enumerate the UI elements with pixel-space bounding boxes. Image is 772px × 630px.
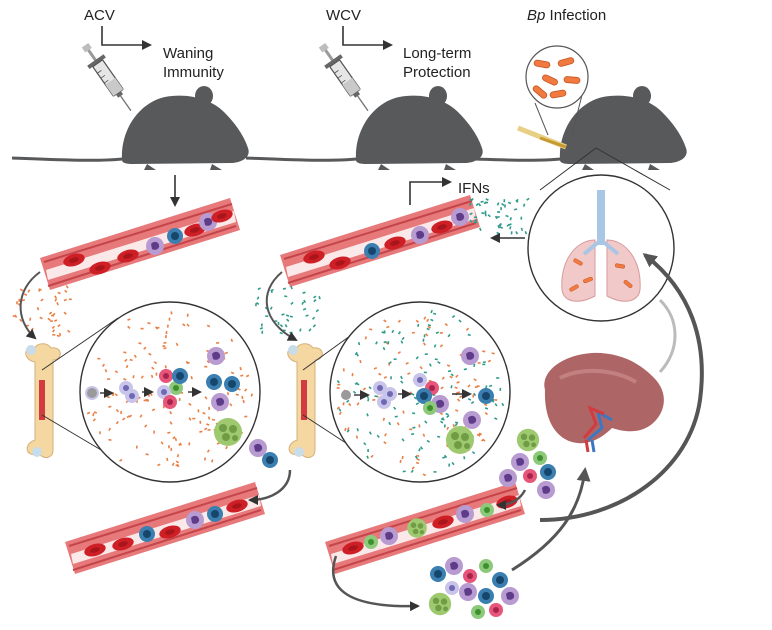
acv-zoom-line-top [41, 317, 119, 371]
wcv-outcome-line1: Long-term [403, 45, 471, 62]
ifns-label: IFNs [458, 180, 490, 197]
wcv-vessel-to-bone-arrow [265, 271, 298, 341]
acv-vessel-bottom-icon [64, 481, 266, 575]
wcv-vessel-bottom-icon [324, 481, 526, 575]
acv-outcome-line1: Waning [163, 45, 213, 62]
wcv-vessel-top-icon [279, 194, 481, 288]
acv-marrow-to-vessel-arrow [248, 469, 292, 505]
acv-label: ACV [84, 7, 115, 24]
acv-outcome-line2: Immunity [163, 64, 224, 81]
wcv-to-ifns-arrow [409, 177, 452, 205]
acv-outcome-arrow [101, 26, 152, 50]
bacteria-zoom-icon [525, 45, 589, 136]
lung-zoom-line-left [539, 147, 597, 191]
acv-vessel-to-bone-arrow [19, 271, 41, 340]
acv-vessel-top-icon [39, 197, 241, 291]
acv-cytokine-dots [12, 285, 72, 338]
acv-exiting-cells [249, 439, 278, 468]
cluster-to-spleen-arrow [511, 467, 591, 572]
acv-mouse-icon [10, 84, 251, 172]
wcv-syringe-icon [313, 38, 377, 118]
vessel-to-lung-arrow [539, 253, 704, 522]
spleen-icon [544, 352, 664, 453]
wcv-cytokine-dots [255, 197, 530, 335]
spleen-to-lung-arrow [658, 298, 677, 374]
lung-zoom-line-right [595, 147, 671, 191]
wcv-vessel-to-cluster-arrow [331, 555, 420, 612]
bp-abbr: Bp [527, 7, 545, 24]
infection-word: Infection [545, 7, 606, 24]
wcv-marrow-to-vessel-arrow [496, 489, 527, 510]
wcv-outcome-arrow [342, 26, 393, 50]
wcv-label: WCV [326, 7, 361, 24]
bp-infection-label: Bp Infection [527, 7, 606, 24]
wcv-cell-cluster [428, 557, 519, 619]
acv-marrow-zoom-icon [79, 301, 261, 483]
swab-icon [517, 125, 567, 150]
wcv-marrow-zoom-icon [329, 301, 511, 483]
lung-zoom-icon [527, 174, 675, 322]
wcv-bone-icon [287, 343, 323, 458]
wcv-outcome-line2: Protection [403, 64, 471, 81]
wcv-mouse-icon [244, 84, 485, 172]
acv-syringe-icon [76, 38, 140, 118]
